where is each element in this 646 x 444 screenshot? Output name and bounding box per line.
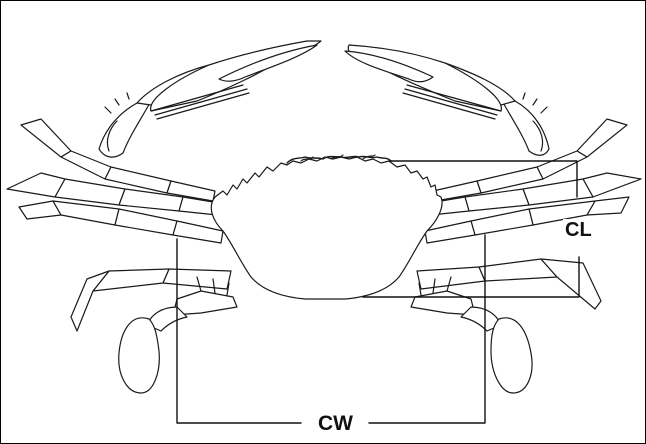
right-claw [345, 45, 549, 155]
left-walking-legs [7, 119, 237, 393]
carapace-length-label: CL [563, 219, 594, 241]
carapace-width-label: CW [314, 412, 357, 435]
left-claw [99, 41, 321, 157]
carapace [211, 157, 442, 299]
right-walking-legs [411, 119, 641, 393]
